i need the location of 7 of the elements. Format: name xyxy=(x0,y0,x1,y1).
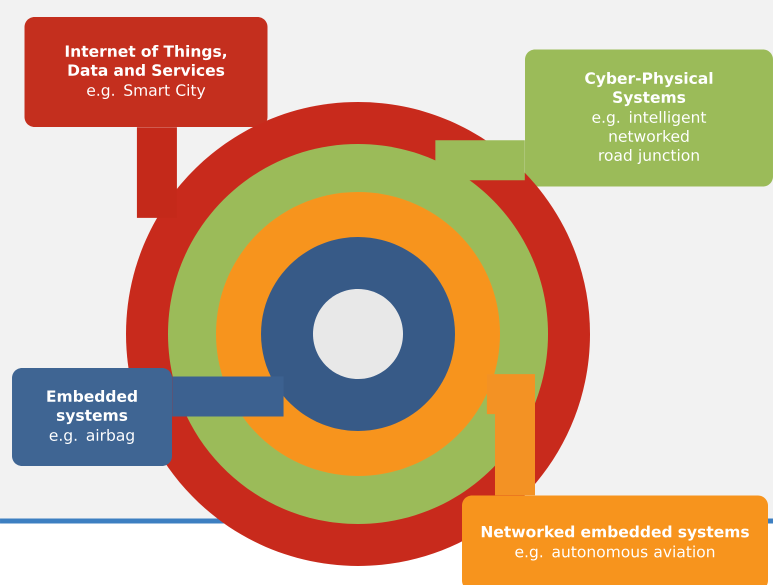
connector-bar xyxy=(486,374,535,496)
connector-bar xyxy=(136,127,177,218)
label-box: Cyber-Physical Systems e.g. intelligent networked road junction xyxy=(525,50,773,186)
label-box: Internet of Things, Data and Services e.g. Smart City xyxy=(24,17,268,127)
center-disc xyxy=(313,288,403,379)
label-box: Embedded systems e.g. airbag xyxy=(12,368,172,466)
label-box: Networked embedded systems e.g. autonomous aviation xyxy=(462,495,768,585)
